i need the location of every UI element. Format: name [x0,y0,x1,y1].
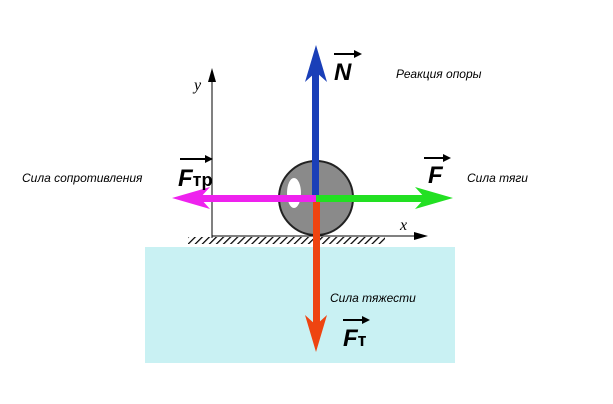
gravity-arrow [305,197,327,352]
traction-arrow [316,187,453,209]
normal-label: Реакция опоры [396,67,482,81]
resistance-symbol: Fтр [178,155,213,192]
traction-label: Сила тяги [467,171,528,185]
resistance-label: Сила сопротивления [22,171,143,185]
svg-text:F: F [428,162,444,189]
svg-text:N: N [334,59,352,86]
svg-text:Fтр: Fтр [178,165,212,192]
resistance-arrow [172,187,316,209]
normal-symbol: N [334,50,362,86]
normal-arrow [305,45,327,197]
ground-surface [188,237,385,244]
y-axis-label: y [192,77,202,94]
gravity-symbol: Fт [343,316,370,352]
y-axis: y [192,68,216,238]
x-axis-label: x [399,217,407,234]
gravity-label: Сила тяжести [330,291,416,305]
svg-text:Fт: Fт [343,325,367,352]
background-panel [145,247,455,363]
traction-symbol: F [424,154,451,189]
